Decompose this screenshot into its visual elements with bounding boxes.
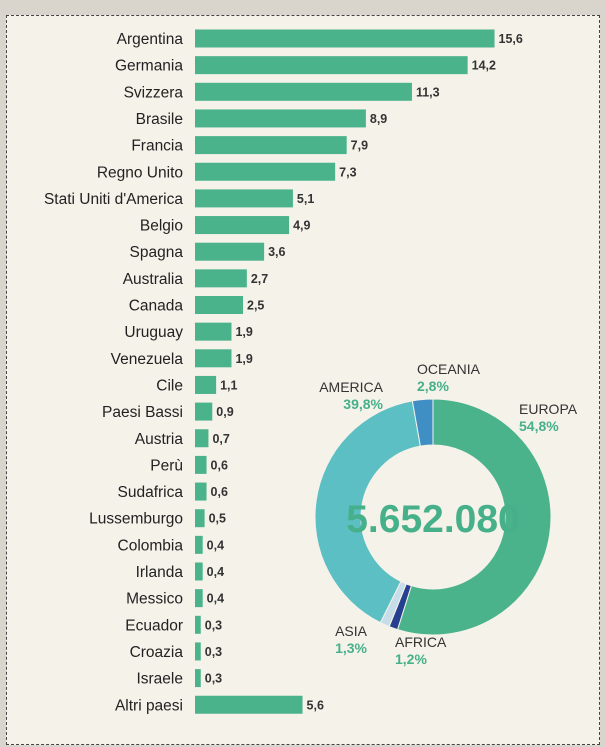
bar: [195, 535, 203, 554]
bar: [195, 322, 232, 341]
bar-value-label: 0,7: [212, 432, 229, 446]
bar: [195, 296, 243, 314]
bar-value-label: 8,9: [370, 112, 387, 126]
bar-value-label: 7,9: [351, 139, 368, 153]
bar-value-label: 15,6: [499, 32, 523, 46]
category-label: Croazia: [130, 644, 184, 661]
donut-label-america: AMERICA: [319, 379, 383, 395]
bar: [195, 642, 201, 661]
bar-value-label: 5,6: [307, 698, 324, 712]
bar-value-label: 0,6: [211, 485, 228, 499]
bar-value-label: 11,3: [416, 85, 440, 99]
category-label: Lussemburgo: [89, 511, 183, 528]
donut-label-asia: ASIA: [335, 623, 368, 639]
bar: [195, 29, 495, 48]
bar: [195, 242, 265, 261]
bar: [195, 429, 209, 448]
donut-label-oceania: OCEANIA: [417, 361, 481, 377]
bar: [195, 56, 468, 75]
category-label: Francia: [131, 138, 183, 155]
category-label: Stati Uniti d'America: [44, 191, 183, 208]
bar-value-label: 0,3: [205, 672, 222, 686]
bar-value-label: 0,4: [207, 565, 224, 579]
category-label: Austria: [135, 431, 184, 448]
category-label: Colombia: [118, 537, 184, 554]
donut-percent-europa: 54,8%: [519, 418, 559, 434]
category-label: Spagna: [130, 244, 184, 261]
donut-percent-asia: 1,3%: [335, 640, 367, 656]
donut-slice-europa: [396, 398, 552, 636]
category-label: Israele: [136, 671, 183, 688]
bar-value-label: 1,1: [220, 378, 237, 392]
bar-value-label: 5,1: [297, 192, 314, 206]
bar: [195, 189, 293, 208]
bar: [195, 136, 347, 155]
bar-value-label: 0,4: [207, 538, 224, 552]
category-label: Venezuela: [111, 351, 184, 368]
category-label: Australia: [123, 271, 184, 288]
category-label: Irlanda: [136, 564, 184, 581]
bar-value-label: 3,6: [268, 245, 285, 259]
bar-value-label: 4,9: [293, 219, 310, 233]
donut-percent-america: 39,8%: [343, 396, 383, 412]
bar-value-label: 0,3: [205, 618, 222, 632]
bar: [195, 269, 247, 288]
bar: [195, 482, 207, 501]
bar: [195, 695, 303, 714]
category-label: Canada: [129, 298, 184, 315]
category-label: Brasile: [136, 111, 183, 128]
bar: [195, 669, 201, 688]
bar-value-label: 2,5: [247, 299, 264, 313]
donut-label-africa: AFRICA: [395, 634, 447, 650]
category-label: Germania: [115, 58, 183, 75]
bar-value-label: 14,2: [472, 59, 496, 73]
bar-value-label: 1,9: [235, 325, 252, 339]
category-label: Paesi Bassi: [102, 404, 183, 421]
bar: [195, 109, 366, 128]
category-label: Regno Unito: [97, 164, 183, 181]
bar: [195, 216, 290, 235]
category-label: Belgio: [140, 218, 183, 235]
bar-value-label: 2,7: [251, 272, 268, 286]
donut-percent-africa: 1,2%: [395, 651, 427, 667]
category-label: Ecuador: [125, 617, 183, 634]
donut-label-europa: EUROPA: [519, 401, 578, 417]
bar-value-label: 7,3: [339, 165, 356, 179]
bar-value-label: 0,5: [209, 512, 226, 526]
donut-center-total: 5.652.080: [346, 498, 520, 541]
category-label: Svizzera: [124, 84, 184, 101]
donut-slice-oceania: [411, 398, 434, 447]
donut-percent-oceania: 2,8%: [417, 378, 449, 394]
bar: [195, 349, 232, 368]
category-label: Perù: [150, 457, 183, 474]
bar: [195, 375, 217, 394]
bar: [195, 82, 412, 101]
bar-value-label: 0,4: [207, 592, 224, 606]
category-label: Argentina: [117, 31, 184, 48]
bar: [195, 615, 201, 634]
donut-slice-america: [314, 400, 421, 624]
category-label: Uruguay: [124, 324, 183, 341]
category-label: Messico: [126, 591, 183, 608]
bar-value-label: 1,9: [235, 352, 252, 366]
bar: [195, 455, 207, 474]
category-label: Altri paesi: [115, 697, 183, 714]
bar-value-label: 0,3: [205, 645, 222, 659]
bar-value-label: 0,6: [211, 458, 228, 472]
bar: [195, 589, 203, 608]
category-label: Sudafrica: [118, 484, 184, 501]
category-label: Cile: [156, 377, 183, 394]
bar-value-label: 0,9: [216, 405, 233, 419]
bar: [195, 162, 336, 181]
bar: [195, 562, 203, 581]
bar: [195, 509, 205, 528]
bar: [195, 402, 213, 421]
